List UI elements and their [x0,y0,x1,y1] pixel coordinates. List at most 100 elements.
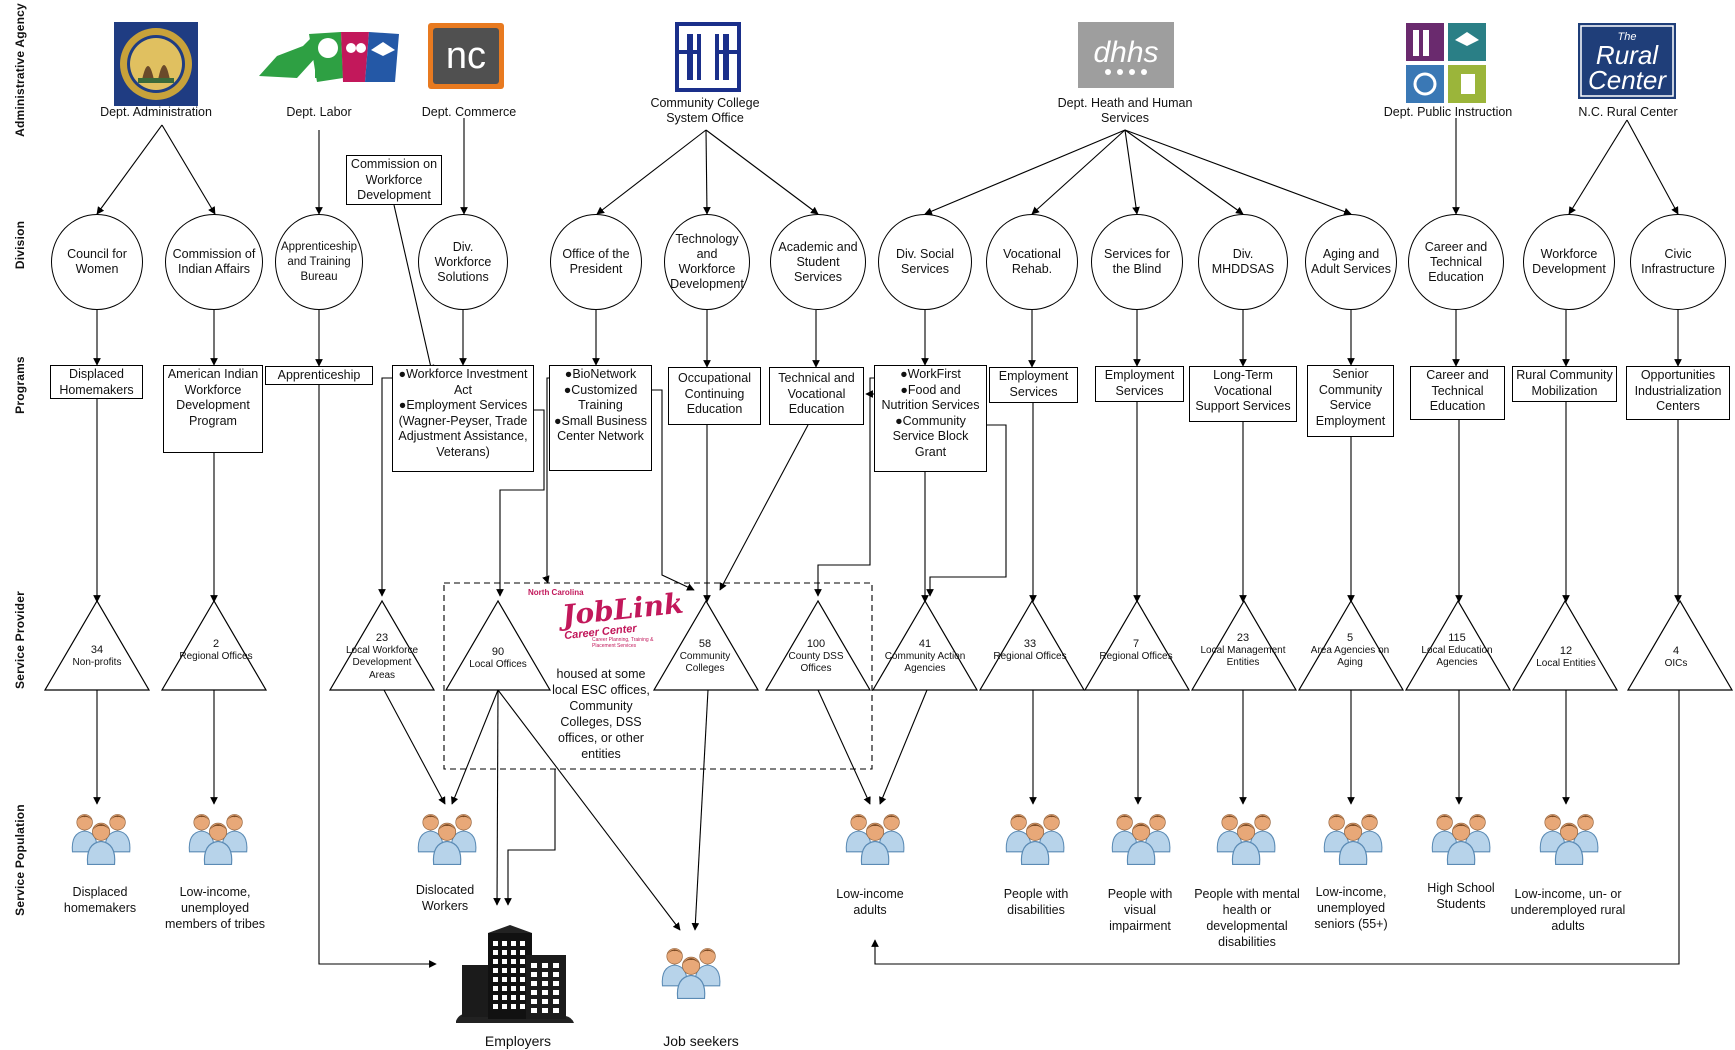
provider-label: Community Colleges [679,650,731,675]
connector-line [318,385,437,968]
connector-line [383,689,446,805]
provider-triangle [160,599,268,691]
population-dislocated-workers: Dislocated Workers [415,883,475,913]
program-blind-employment-services: Employment Services [1095,366,1184,402]
people-group-icon [660,940,724,1004]
provider-count: 41 [918,638,932,650]
agency-name-dept-public-instruction: Dept. Public Instruction [1383,105,1513,119]
division-services-for-the-blind: Services for the Blind [1091,214,1183,310]
svg-text:Rural: Rural [1596,40,1659,70]
population-mental-health-developmental: People with mental health or development… [1194,887,1300,949]
connector-line [814,377,874,597]
connector-line [719,424,809,591]
agency-name-dept-administration: Dept. Administration [100,105,212,119]
nc-state-seal-icon [114,22,198,106]
commission-on-workforce-development: Commission on Workforce Development [346,155,442,205]
connector-line [96,124,163,215]
provider-triangle [871,599,979,691]
provider-count: 100 [806,638,826,650]
provider-label: Local Workforce Development Areas [345,644,419,681]
people-group-icon [844,806,908,870]
program-apprenticeship: Apprenticeship [265,366,373,385]
provider-triangle [328,599,436,691]
provider-triangle [43,599,151,691]
program-technical-vocational-education: Technical and Vocational Education [769,367,864,425]
connector-line [496,409,545,597]
provider-label: Local Offices [469,658,527,670]
division-technology-workforce-development: Technology and Workforce Development [664,214,750,310]
provider-count: 90 [491,646,505,658]
program-opportunities-industrialization-centers: Opportunities Industrialization Centers [1626,366,1730,420]
connector-line [1031,129,1126,215]
program-item: ●BioNetwork [564,367,637,381]
division-social-services: Div. Social Services [878,214,972,310]
connector-line [879,689,928,805]
program-long-term-vocational-support: Long-Term Vocational Support Services [1189,366,1297,422]
population-displaced-homemakers: Displaced homemakers [63,885,137,915]
svg-text:nc: nc [446,35,486,77]
connector-line [1124,129,1244,215]
provider-triangle [444,599,552,691]
program-displaced-homemakers: Displaced Homemakers [50,365,143,399]
division-council-for-women: Council for Women [51,214,143,310]
connector-line [451,689,499,805]
agency-name-dept-health-human-services: Dept. Heath and Human Services [1057,96,1193,125]
program-dss-list: ●WorkFirst ●Food and Nutrition Services … [874,365,987,472]
svg-text:dhhs: dhhs [1093,36,1158,69]
connector-line [924,129,1126,215]
connector-line [705,129,819,215]
program-career-technical-education: Career and Technical Education [1410,366,1505,420]
provider-triangle [1511,599,1619,691]
connector-line [871,690,1680,965]
provider-count: 33 [1023,638,1037,650]
provider-label: County DSS Offices [788,650,844,675]
provider-label: Non-profits [72,656,122,668]
people-group-icon [1538,806,1602,870]
provider-count: 58 [698,638,712,650]
employers-building-icon [452,925,578,1027]
connector-line [817,689,871,805]
people-group-icon [1110,806,1174,870]
nc-commerce-icon: nc [428,23,504,89]
people-group-icon [70,806,134,870]
svg-text:Center: Center [1588,65,1667,95]
people-group-icon [1322,806,1386,870]
population-high-school-students: High School Students [1427,881,1495,911]
provider-label: Local Management Entities [1200,644,1286,669]
program-office-of-president-list: ●BioNetwork ●Customized Training ●Small … [549,365,652,471]
joblink-dashed-region [443,582,873,770]
division-aging-adult-services: Aging and Adult Services [1305,214,1397,310]
provider-triangle [1190,599,1298,691]
division-civic-infrastructure: Civic Infrastructure [1630,214,1726,310]
division-commission-of-indian-affairs: Commission of Indian Affairs [165,214,263,310]
joblink-logo-top: North Carolina [528,588,584,597]
community-college-columns-icon [673,22,743,92]
population-tribal-members: Low-income, unemployed members of tribes [164,885,266,931]
provider-label: Regional Offices [179,650,253,662]
connector-line [1124,129,1140,215]
program-vocational-rehab-employment-services: Employment Services [989,367,1078,403]
program-occupational-continuing-education: Occupational Continuing Education [668,367,761,425]
people-group-icon [1430,806,1494,870]
program-item: ●Community Service Block Grant [892,413,969,459]
dhhs-icon: dhhs [1078,22,1174,88]
provider-triangle [652,599,760,691]
division-academic-student-services: Academic and Student Services [770,214,866,310]
people-group-icon [187,806,251,870]
division-apprenticeship-training-bureau: Apprenticeship and Training Bureau [275,214,363,310]
connector-line [161,124,216,215]
dpi-quad-icon [1405,22,1487,104]
provider-triangle [1297,599,1405,691]
agency-name-dept-commerce: Dept. Commerce [421,105,517,119]
provider-count: 12 [1559,645,1573,657]
connector-line [703,129,711,215]
